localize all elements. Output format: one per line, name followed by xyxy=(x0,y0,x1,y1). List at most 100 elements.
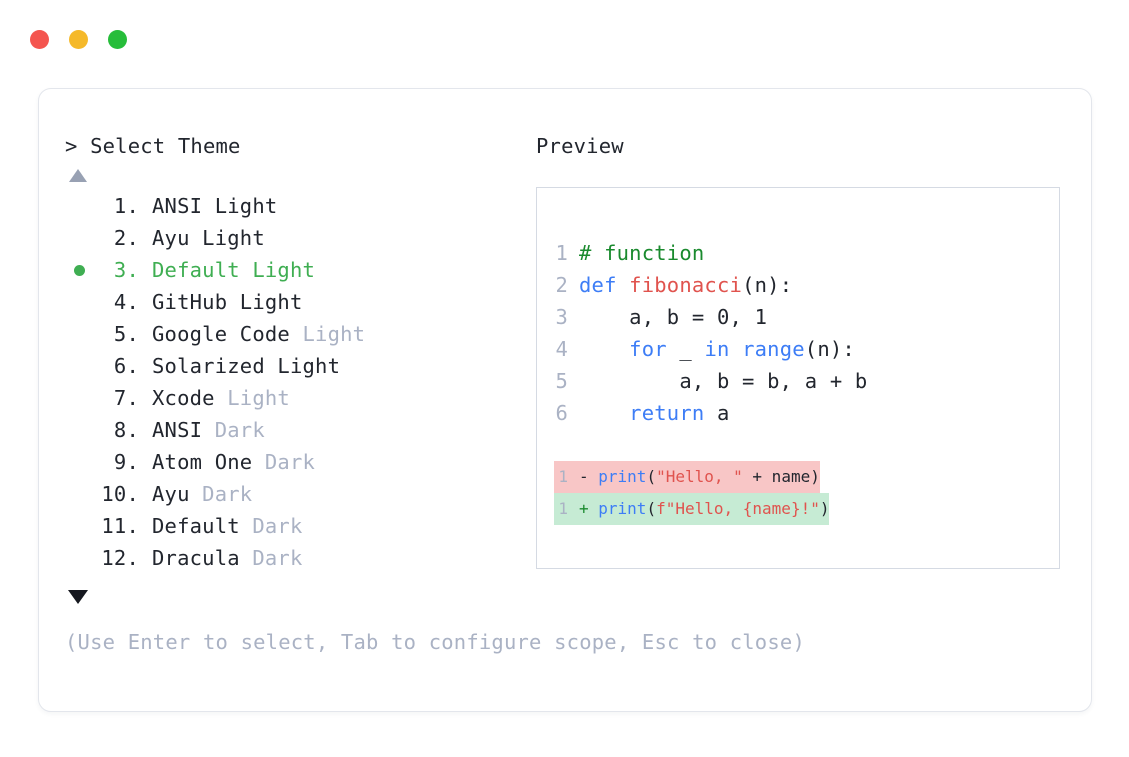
code-token: in range xyxy=(704,337,805,361)
theme-list-item[interactable]: 7.Xcode Light xyxy=(65,382,535,414)
code-line: 4 for _ in range(n): xyxy=(554,333,1055,365)
scroll-down-arrow-icon[interactable] xyxy=(68,590,88,604)
theme-list-item[interactable]: 2. Ayu Light xyxy=(65,222,535,254)
code-token: # function xyxy=(579,241,705,265)
theme-item-name: ANSI xyxy=(152,418,203,442)
theme-item-variant: Dark xyxy=(202,418,265,442)
line-number: 3 xyxy=(555,305,568,329)
theme-item-variant: Light xyxy=(289,322,366,346)
selected-bullet-slot xyxy=(65,510,93,542)
theme-item-variant: Dark xyxy=(252,450,316,474)
theme-item-index: 12. xyxy=(101,546,139,570)
theme-list-item[interactable]: 3.Default Light xyxy=(65,254,535,286)
diff-line-removed: 1- print("Hello, " + name) xyxy=(554,461,1055,493)
theme-item-variant: Light xyxy=(214,386,290,410)
code-token: a, b = b, a + b xyxy=(579,369,868,393)
theme-item-index: 10. xyxy=(101,482,139,506)
theme-list-item[interactable]: 12. Dracula Dark xyxy=(65,542,535,574)
selected-bullet-slot xyxy=(65,190,93,222)
selected-bullet-icon xyxy=(73,264,85,276)
code-line: 1 # function xyxy=(554,237,1055,269)
code-token: (n): xyxy=(742,273,793,297)
theme-item-variant: Dark xyxy=(239,514,303,538)
code-token: print xyxy=(598,467,647,486)
selected-bullet-slot xyxy=(65,222,93,254)
theme-item-name: Solarized xyxy=(152,354,265,378)
theme-list-item[interactable]: 1.ANSI Light xyxy=(65,190,535,222)
theme-item-index: 6. xyxy=(113,354,139,378)
help-hint-text: (Use Enter to select, Tab to configure s… xyxy=(65,630,805,654)
code-token: def xyxy=(579,273,630,297)
code-line-content: a, b = 0, 1 xyxy=(579,301,767,333)
theme-item-variant: Dark xyxy=(239,546,303,570)
code-token xyxy=(579,401,629,425)
theme-item-index: 4. xyxy=(113,290,139,314)
theme-item-name: Xcode xyxy=(152,386,215,410)
preview-title: Preview xyxy=(536,134,624,158)
theme-item-name: Atom One xyxy=(152,450,253,474)
line-number: 1 xyxy=(558,467,568,486)
diff-sign: - xyxy=(579,467,599,486)
theme-item-variant: Light xyxy=(227,290,303,314)
theme-item-index: 9. xyxy=(113,450,139,474)
selected-bullet-slot xyxy=(65,254,93,286)
selected-bullet-slot xyxy=(65,350,93,382)
theme-item-index: 2. xyxy=(113,226,139,250)
code-token: return xyxy=(629,401,705,425)
code-token xyxy=(579,337,629,361)
minimize-button[interactable] xyxy=(69,30,88,49)
theme-list-item[interactable]: 5. Google Code Light xyxy=(65,318,535,350)
code-token: f"Hello, {name}!" xyxy=(656,499,820,518)
maximize-button[interactable] xyxy=(108,30,127,49)
theme-list-item[interactable]: 8. ANSI Dark xyxy=(65,414,535,446)
theme-item-name: ANSI xyxy=(152,194,203,218)
theme-item-name: GitHub xyxy=(152,290,228,314)
line-number: 5 xyxy=(555,369,568,393)
selected-bullet-slot xyxy=(65,318,93,350)
diff-line-added: 1+ print(f"Hello, {name}!") xyxy=(554,493,1055,525)
code-token: ( xyxy=(646,499,657,518)
theme-list-item[interactable]: 9. Atom One Dark xyxy=(65,446,535,478)
code-line-content: return a xyxy=(579,397,730,429)
code-line-content: for _ in range(n): xyxy=(579,333,855,365)
theme-item-variant: Light xyxy=(239,258,316,282)
close-button[interactable] xyxy=(30,30,49,49)
theme-item-name: Dracula xyxy=(152,546,240,570)
theme-item-index: 1. xyxy=(113,194,139,218)
selected-bullet-slot xyxy=(65,446,93,478)
theme-item-index: 8. xyxy=(113,418,139,442)
theme-item-index: 5. xyxy=(113,322,139,346)
selected-bullet-slot xyxy=(65,414,93,446)
theme-item-name: Ayu xyxy=(152,482,190,506)
theme-list-item[interactable]: 11.Default Dark xyxy=(65,510,535,542)
theme-list-item[interactable]: 10.Ayu Dark xyxy=(65,478,535,510)
code-token: a xyxy=(704,401,730,425)
code-line-content: def fibonacci(n): xyxy=(579,269,792,301)
line-number: 6 xyxy=(555,401,568,425)
line-number: 1 xyxy=(558,499,568,518)
code-token: fibonacci xyxy=(629,273,743,297)
selected-bullet-slot xyxy=(65,382,93,414)
theme-item-index: 3. xyxy=(113,258,139,282)
code-token: _ xyxy=(666,337,705,361)
theme-item-variant: Light xyxy=(189,226,265,250)
code-token: ) xyxy=(819,499,830,518)
line-number: 1 xyxy=(555,241,568,265)
theme-item-name: Google Code xyxy=(152,322,290,346)
code-token: + name) xyxy=(742,467,820,486)
theme-list-item[interactable]: 4. GitHub Light xyxy=(65,286,535,318)
code-line: 6 return a xyxy=(554,397,1055,429)
theme-item-index: 11. xyxy=(101,514,139,538)
code-token: a, b = 0, 1 xyxy=(579,305,768,329)
selected-bullet-slot xyxy=(65,542,93,574)
theme-list-item[interactable]: 6.Solarized Light xyxy=(65,350,535,382)
code-token: "Hello, " xyxy=(656,467,743,486)
scroll-up-arrow-icon[interactable] xyxy=(69,169,87,182)
code-line: 5 a, b = b, a + b xyxy=(554,365,1055,397)
theme-item-name: Ayu xyxy=(152,226,190,250)
code-spacer xyxy=(554,429,1055,461)
